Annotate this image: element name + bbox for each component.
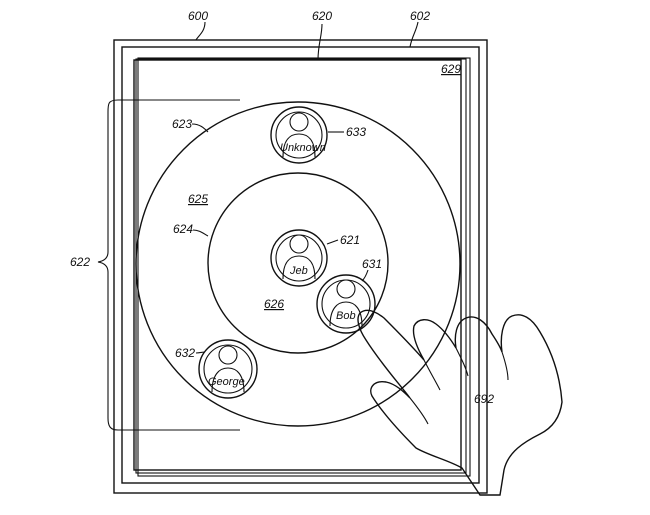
ref-629: 629 [441,62,461,76]
avatar-unknown[interactable]: Unknown [270,106,328,164]
avatar-jeb-body-icon [282,255,316,280]
ref-621: 621 [340,233,360,247]
leader-631 [361,269,369,282]
avatar-unknown-badge [275,111,323,159]
ref-620: 620 [312,9,332,23]
avatar-unknown-body-icon [282,133,316,158]
hand-crease-1 [409,397,429,425]
avatar-jeb[interactable]: Jeb [270,229,328,287]
range-brace [97,99,240,431]
avatar-jeb-ring [270,229,328,287]
ref-692: 692 [474,392,494,406]
device-outer-border [113,39,488,494]
screen-content [133,59,462,471]
leader-624 [192,229,209,237]
ref-632: 632 [175,346,195,360]
screen-back-layer-2 [137,57,471,477]
avatar-bob-ring [316,274,376,334]
hand-crease-2 [423,359,441,391]
outer-ring [135,101,461,427]
hand-outline [357,309,563,496]
avatar-unknown-label: Unknown [280,142,326,154]
leader-602 [409,21,419,48]
ref-623: 623 [172,117,192,131]
hand-crease-4 [501,351,509,381]
avatar-george-badge [203,344,253,394]
ref-633: 633 [346,125,366,139]
leader-620 [317,23,323,61]
avatar-george-ring [198,339,258,399]
avatar-bob-label: Bob [336,310,356,322]
device-frame [113,39,488,494]
leader-621 [326,239,339,245]
ref-602: 602 [410,9,430,23]
avatar-jeb-label: Jeb [289,265,308,277]
avatar-unknown-head-icon [289,112,309,132]
avatar-george[interactable]: George [198,339,258,399]
hand-icon [357,309,563,496]
ref-622: 622 [70,255,90,269]
device-inner-border [121,46,480,484]
leader-600 [195,21,206,41]
ref-600: 600 [188,9,208,23]
avatar-george-label: George [208,376,245,388]
avatar-unknown-ring [270,106,328,164]
leader-623 [191,123,209,133]
hand-crease-3 [455,347,469,377]
avatar-bob[interactable]: Bob [316,274,376,334]
ref-631: 631 [362,257,382,271]
ref-624: 624 [173,222,193,236]
avatar-george-body-icon [211,367,245,393]
avatar-george-head-icon [218,345,238,365]
avatar-jeb-head-icon [289,234,309,254]
inner-ring [207,172,389,354]
leader-632 [195,351,206,354]
ref-626: 626 [264,297,284,311]
avatar-bob-head-icon [336,279,356,299]
ref-625: 625 [188,192,208,206]
